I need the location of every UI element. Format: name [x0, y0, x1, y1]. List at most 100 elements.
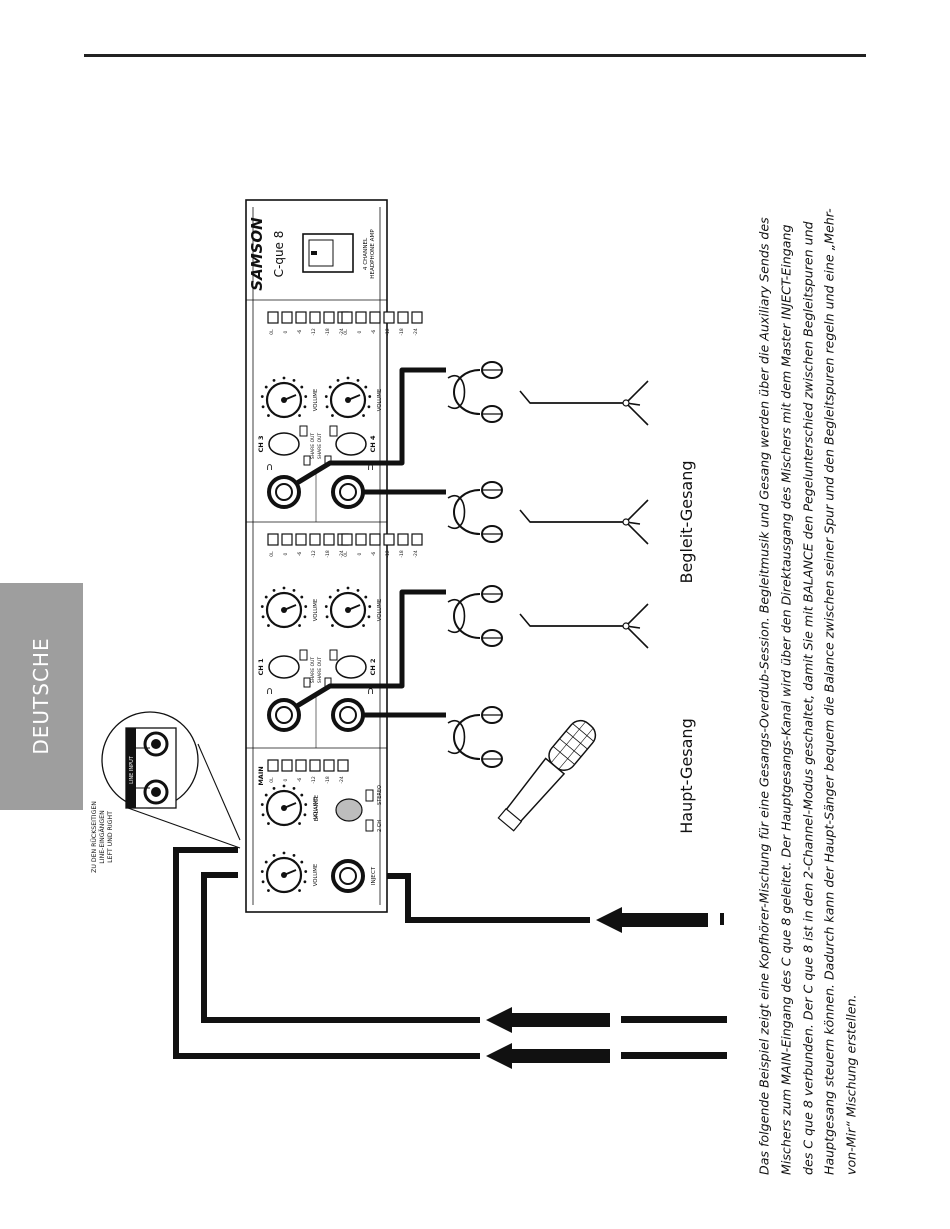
level-meter: 0L 0 -6 -12 -18 -24 — [341, 311, 423, 336]
stereo-mode-switch[interactable] — [365, 789, 374, 802]
headphones-icon — [447, 481, 503, 543]
volume-label: VOLUME — [313, 598, 319, 621]
volume-label: VOLUME — [377, 598, 383, 621]
language-tab[interactable]: DEUTSCHE — [0, 583, 83, 810]
ch4-label: CH 4 — [369, 435, 377, 452]
meter-led — [397, 533, 409, 546]
headphone-icon: ∩ — [367, 686, 374, 697]
meter-scale-label: 0L — [269, 329, 275, 335]
meter-led — [355, 311, 367, 324]
volume-knob[interactable]: VOLUME — [324, 376, 383, 419]
device-subtitle-2: HEADPHONE AMP — [370, 229, 376, 279]
meter-scale-label: 0 — [283, 778, 289, 781]
cable-stub-inject — [720, 913, 724, 925]
top-rule — [84, 54, 866, 57]
meter-led — [267, 759, 279, 772]
ch3-share-out-led — [303, 455, 311, 466]
meter-scale-label: -18 — [399, 328, 405, 335]
meter-scale-label: -12 — [385, 550, 391, 557]
headphone-icon: ∩ — [266, 686, 273, 697]
meter-scale-label: -6 — [297, 552, 303, 557]
line-input-label: LINE INPUT — [129, 755, 135, 784]
volume-knob[interactable]: VOLUME — [260, 586, 319, 629]
mic-stand-icon — [519, 603, 649, 649]
headphones-icon — [447, 706, 503, 768]
headphones-icon — [447, 361, 503, 423]
cable-ch1 — [295, 589, 446, 709]
meter-scale-label: -24 — [413, 328, 419, 335]
meter-led — [397, 311, 409, 324]
ch1-select-button[interactable] — [268, 655, 300, 679]
caption-text: Das folgende Beispiel zeigt eine Kopfhör… — [754, 205, 863, 1175]
meter-scale-label: 0 — [357, 330, 363, 333]
volume-knob[interactable]: VOLUME — [324, 586, 383, 629]
meter-scale-label: 0 — [357, 552, 363, 555]
main-mode-button[interactable] — [335, 798, 363, 822]
ch1-headphone-jack[interactable] — [267, 698, 301, 732]
callout-text-line1: ZU DEN RÜCKSEITIGEN — [89, 801, 98, 873]
volume-label: VOLUME — [313, 863, 319, 886]
meter-led — [309, 533, 321, 546]
meter-scale-label: 0L — [269, 551, 275, 557]
arrow-left — [486, 1043, 610, 1069]
ch2-select-button[interactable] — [335, 655, 367, 679]
ch1-label: CH 1 — [257, 658, 265, 675]
meter-led — [323, 533, 335, 546]
meter-led — [411, 311, 423, 324]
caption-paragraph: Das folgende Beispiel zeigt eine Kopfhör… — [756, 208, 859, 1175]
inject-label: INJECT — [371, 866, 377, 885]
cable-stub-right — [621, 1016, 727, 1023]
ch2-share-out-switch[interactable] — [329, 649, 338, 661]
signal-arrows — [486, 907, 727, 1069]
volume-knob[interactable]: VOLUME — [260, 376, 319, 419]
volume-knob[interactable]: VOLUME — [260, 851, 319, 894]
meter-scale-label: 0 — [283, 330, 289, 333]
ch3-select-button[interactable] — [268, 432, 300, 456]
meter-led — [309, 759, 321, 772]
meter-scale-label: -24 — [339, 328, 345, 335]
handheld-microphone — [497, 719, 597, 832]
meter-led — [309, 311, 321, 324]
line-input-callout: LINE INPUT ZU DEN RÜCKSEITIGEN LINE-EING… — [89, 711, 241, 873]
mic-stand-icon — [519, 380, 649, 426]
inject-jack[interactable] — [331, 859, 365, 893]
two-ch-mode-switch[interactable] — [365, 819, 374, 832]
meter-scale-label: -12 — [311, 776, 317, 783]
mic-stand-icon — [519, 499, 649, 545]
meter-led — [295, 533, 307, 546]
volume-knob[interactable]: VOLUME — [260, 784, 319, 827]
callout-text-line2: LINE-EINGÄNGEN — [97, 810, 106, 864]
device-subtitle-1: 4 CHANNEL — [363, 237, 369, 270]
balance-label: BALANCE — [314, 794, 320, 821]
meter-scale-label: -18 — [325, 550, 331, 557]
meter-scale-label: 0 — [283, 552, 289, 555]
volume-label: VOLUME — [313, 796, 319, 819]
volume-label: VOLUME — [377, 388, 383, 411]
ch3-headphone-jack[interactable] — [267, 475, 301, 509]
meter-scale-label: -24 — [339, 550, 345, 557]
headphones-icon — [447, 585, 503, 647]
meter-scale-label: -6 — [297, 330, 303, 335]
ch2-headphone-jack[interactable] — [331, 698, 365, 732]
ch4-headphone-jack[interactable] — [331, 475, 365, 509]
ch3-share-out-switch[interactable] — [299, 425, 308, 437]
meter-scale-label: 0L — [343, 551, 349, 557]
meter-scale-label: 0L — [343, 329, 349, 335]
meter-led — [383, 311, 395, 324]
meter-led — [323, 311, 335, 324]
ch4-share-out-switch[interactable] — [329, 425, 338, 437]
ch4-select-button[interactable] — [335, 432, 367, 456]
ch2-share-out-label: SHARE OUT — [317, 657, 323, 684]
meter-led — [267, 533, 279, 546]
meter-led — [281, 311, 293, 324]
meter-led — [411, 533, 423, 546]
meter-scale-label: -6 — [371, 330, 377, 335]
meter-led — [281, 533, 293, 546]
channel-controls: CH 3 CH 4 CH 1 CH 2 SHARE OUT SHARE OUT … — [257, 425, 377, 688]
backing-vocal-label: Begleit-Gesang — [677, 460, 696, 583]
ch1-share-out-switch[interactable] — [299, 649, 308, 661]
meter-scale-label: -12 — [385, 328, 391, 335]
meter-led — [267, 311, 279, 324]
